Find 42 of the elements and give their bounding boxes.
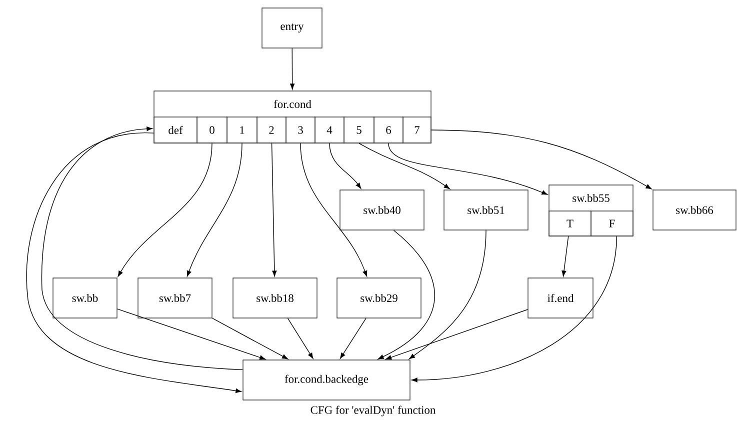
arrow <box>412 236 618 382</box>
arrow <box>562 236 569 277</box>
port-cell: 4 <box>314 116 344 144</box>
port-cell: 0 <box>196 116 228 144</box>
arrow <box>409 230 486 360</box>
arrow <box>388 143 548 195</box>
block-box: sw.bb29 <box>336 278 422 318</box>
arrow <box>26 132 242 394</box>
port-cell: T <box>548 210 592 236</box>
arrow <box>290 48 295 90</box>
block-box: sw.bb40 <box>340 190 424 230</box>
arrow <box>287 318 314 359</box>
arrow <box>378 230 435 360</box>
block-box: sw.bb51 <box>444 190 528 230</box>
port-cell: 6 <box>374 116 404 144</box>
block-box: sw.bb <box>52 278 118 318</box>
arrow <box>117 308 266 360</box>
arrow <box>186 143 242 277</box>
caption: CFG for 'evalDyn' function <box>310 406 436 416</box>
arrow <box>386 309 528 360</box>
arrow <box>329 143 362 189</box>
block-box: entry <box>262 8 322 48</box>
port-cell: 3 <box>286 116 316 144</box>
arrow <box>271 143 277 276</box>
arrow <box>340 318 366 359</box>
port-cell: F <box>590 210 634 236</box>
arrow <box>431 130 652 190</box>
arrow <box>358 143 450 190</box>
block-box: sw.bb7 <box>138 278 212 318</box>
block-box: for.cond.backedge <box>242 360 410 400</box>
block-box: sw.bb66 <box>652 190 736 230</box>
block-box: if.end <box>528 278 594 318</box>
arrow <box>118 143 212 277</box>
port-cell: 1 <box>226 116 258 144</box>
port-cell: 7 <box>402 116 432 144</box>
arrow <box>300 143 368 277</box>
port-cell: 2 <box>256 116 286 144</box>
port-cell: def <box>154 116 198 144</box>
arrow <box>42 126 243 370</box>
arrow <box>212 318 288 360</box>
port-cell: 5 <box>344 116 374 144</box>
block-box: sw.bb18 <box>232 278 318 318</box>
